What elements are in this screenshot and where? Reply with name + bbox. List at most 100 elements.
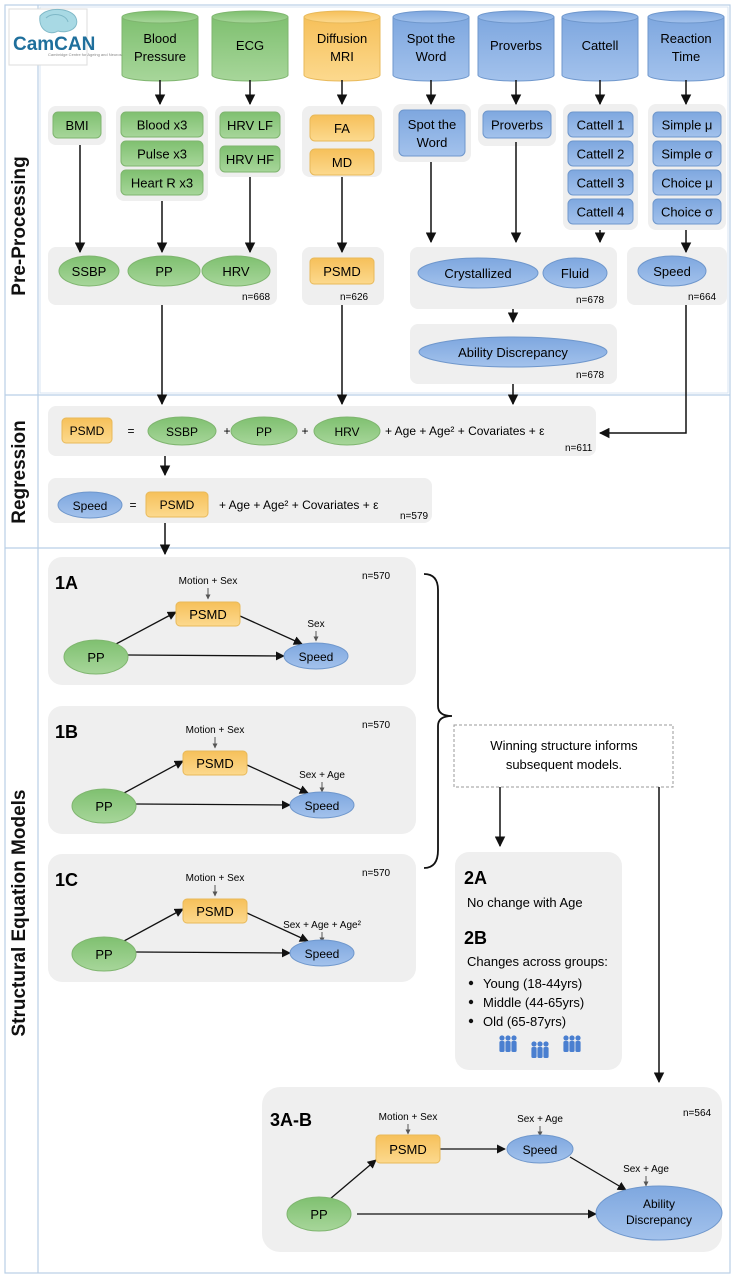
person-body [511, 1041, 517, 1052]
section-regression: Regression [9, 420, 30, 524]
source-label: Blood [143, 31, 176, 46]
node-speed [637, 255, 707, 287]
model-3-id: 3A-B [270, 1110, 312, 1130]
node-speed [289, 939, 355, 967]
preprocessing-inner-frame [39, 6, 729, 394]
eq2-lhs-label: Speed [73, 499, 108, 513]
label-speed: Speed [299, 650, 334, 664]
people-group-icon [499, 1035, 517, 1052]
node-psmd [375, 1134, 441, 1164]
cylinder-proverbs: Proverbs [477, 10, 555, 82]
box-cattell-label: Cattell 1 [577, 118, 625, 133]
label-hrv: HRV [222, 264, 250, 279]
source-label: Time [672, 49, 700, 64]
person-head [511, 1035, 517, 1041]
box-cattell [567, 169, 634, 196]
psmd-covariates: Motion + Sex [186, 873, 245, 884]
source-label: Spot the [407, 31, 455, 46]
sample-size: n=570 [362, 571, 391, 582]
model-2b-text: Changes across groups: [467, 954, 608, 969]
eq2-psmd-label: PSMD [160, 498, 195, 512]
eq2-equals: = [129, 498, 136, 512]
box-dmri-label: MD [332, 155, 352, 170]
node-crystallized [417, 257, 539, 289]
source-label: MRI [330, 49, 354, 64]
cylinder-top [121, 10, 199, 24]
box-reaction-label: Simple μ [662, 118, 713, 133]
node-psmd [182, 898, 248, 924]
box-ecg [219, 111, 281, 139]
sample-size: n=570 [362, 868, 391, 879]
winning-line-1: Winning structure informs [490, 738, 638, 753]
psmd-covariates: Motion + Sex [179, 576, 238, 587]
label-ability-1: Ability [643, 1197, 675, 1211]
ability-covariates: Sex + Age [623, 1164, 669, 1175]
label-ssbp: SSBP [72, 264, 107, 279]
sample-size: n=626 [340, 292, 369, 303]
label-speed: Speed [305, 947, 340, 961]
source-label: Diffusion [317, 31, 367, 46]
source-label: ECG [236, 38, 264, 53]
eq2-psmd [145, 491, 209, 518]
label-pp: PP [155, 264, 172, 279]
node-speed [289, 791, 355, 819]
box-reaction [652, 111, 722, 138]
person-head [575, 1035, 581, 1041]
section-preprocessing: Pre-Processing [9, 156, 30, 296]
box-reaction-label: Choice μ [661, 176, 713, 191]
eq2-tail: + Age + Age² + Covariates + ε [219, 498, 379, 512]
model-2-panel: 2A No change with Age 2B Changes across … [455, 852, 622, 1070]
box-cattell-label: Cattell 3 [577, 176, 625, 191]
box-bp [120, 111, 204, 138]
label-psmd: PSMD [196, 904, 234, 919]
box-bmi [52, 111, 102, 139]
label-speed: Speed [653, 264, 691, 279]
label-pp: PP [87, 650, 104, 665]
cylinder-ecg: ECG [211, 10, 289, 82]
speed-derived-panel: Speed n=664 [627, 247, 727, 305]
source-label: Cattell [582, 38, 619, 53]
sample-size: n=678 [576, 370, 605, 381]
person-head [569, 1035, 575, 1041]
path-pp-speed [127, 651, 285, 661]
cognition-derived-panel: Crystallized Fluid n=678 [410, 247, 617, 309]
node-ability-discrepancy [595, 1185, 723, 1241]
box-spot-label: Spot the [408, 117, 456, 132]
path-psmd-speed [246, 764, 309, 794]
model-3-panel: 3A-B n=564 Motion + Sex Sex + Age Sex + … [262, 1087, 723, 1252]
box-dmri [309, 148, 375, 176]
sample-size: n=564 [683, 1108, 712, 1119]
regression-equation-2: Speed = PSMD + Age + Age² + Covariates +… [48, 478, 432, 523]
box-ecg [219, 145, 281, 173]
cylinder-top [303, 10, 381, 24]
model-2b-id: 2B [464, 928, 487, 948]
box-reaction [652, 169, 722, 196]
group-young: Young (18-44yrs) [483, 976, 582, 991]
box-bp-label: Heart R x3 [131, 176, 193, 191]
box-dmri-label: FA [334, 121, 350, 136]
sample-size: n=668 [242, 292, 271, 303]
eq1-ssbp [147, 416, 217, 446]
eq1-ssbp-label: SSBP [166, 425, 198, 439]
people-group-icon [563, 1035, 581, 1052]
person-head [499, 1035, 505, 1041]
node-psmd [175, 601, 241, 627]
preprocessing-arrows [74, 80, 692, 556]
models-bracket [423, 573, 453, 869]
box-proverbs [482, 110, 552, 139]
box-reaction-label: Choice σ [661, 205, 713, 220]
node-pp [71, 936, 137, 972]
model-2a-text: No change with Age [467, 895, 583, 910]
label-ability: Ability Discrepancy [458, 345, 568, 360]
box-proverbs-label: Proverbs [491, 118, 544, 133]
person-body [569, 1041, 575, 1052]
box-reaction [652, 140, 722, 167]
